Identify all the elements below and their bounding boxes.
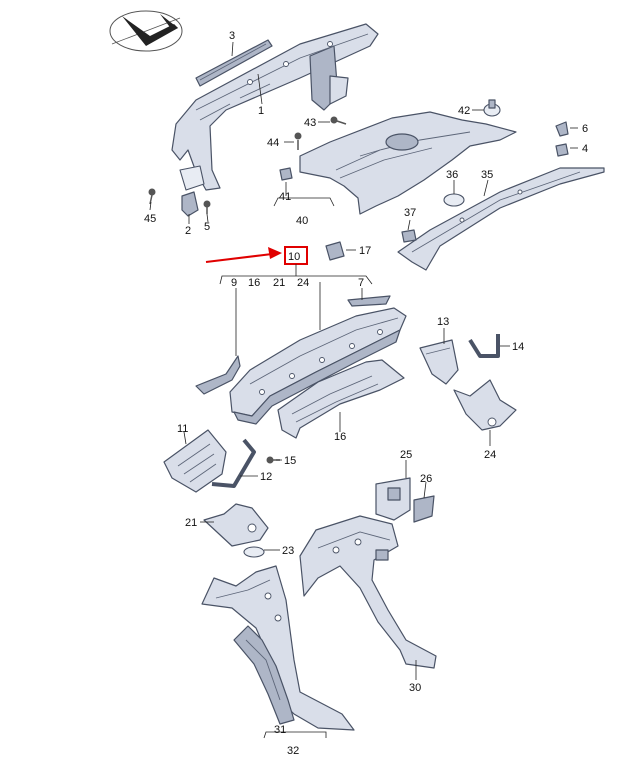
part-1-upper-crossmember bbox=[171, 23, 379, 191]
callout-arrow bbox=[205, 247, 282, 263]
part-41-clip bbox=[279, 167, 293, 181]
label-31: 31 bbox=[274, 724, 286, 736]
label-1: 1 bbox=[258, 105, 264, 117]
label-16-group: 16 bbox=[248, 277, 260, 289]
label-2: 2 bbox=[185, 225, 191, 237]
label-6: 6 bbox=[582, 123, 588, 135]
label-43: 43 bbox=[304, 117, 316, 129]
part-6-clip bbox=[555, 121, 569, 137]
leader-lines bbox=[149, 41, 578, 680]
part-10-rear-panel-crossmember bbox=[229, 307, 407, 425]
label-3: 3 bbox=[229, 30, 235, 42]
label-40: 40 bbox=[296, 215, 308, 227]
part-23-plug bbox=[243, 546, 265, 558]
part-14-u-bracket bbox=[468, 334, 500, 358]
part-3-trim-strip bbox=[195, 39, 273, 87]
part-16-floor-panel bbox=[277, 359, 405, 439]
part-2-bracket bbox=[181, 191, 199, 217]
label-32: 32 bbox=[287, 745, 299, 757]
label-16: 16 bbox=[334, 431, 346, 443]
label-35: 35 bbox=[481, 169, 493, 181]
label-12: 12 bbox=[260, 471, 272, 483]
label-24: 24 bbox=[484, 449, 496, 461]
part-5-bolt bbox=[203, 200, 211, 214]
label-14: 14 bbox=[512, 341, 524, 353]
part-9-reinforcement bbox=[195, 355, 241, 395]
part-42-grommet bbox=[483, 99, 501, 117]
brand-logo bbox=[109, 10, 183, 52]
label-15: 15 bbox=[284, 455, 296, 467]
part-35-side-rail bbox=[397, 167, 605, 271]
label-17: 17 bbox=[359, 245, 371, 257]
label-45: 45 bbox=[144, 213, 156, 225]
part-40-parcel-shelf bbox=[299, 111, 517, 215]
part-30-outer-wheelhouse bbox=[299, 515, 437, 669]
part-number-labels: 3 1 45 2 5 44 43 42 6 4 41 40 36 35 37 1… bbox=[144, 30, 588, 757]
label-25: 25 bbox=[400, 449, 412, 461]
part-37-bracket bbox=[401, 229, 417, 243]
part-21-bracket bbox=[203, 503, 269, 547]
label-10: 10 bbox=[288, 251, 300, 263]
label-23: 23 bbox=[282, 545, 294, 557]
part-44-screw bbox=[294, 132, 302, 150]
label-26: 26 bbox=[420, 473, 432, 485]
label-24-group: 24 bbox=[297, 277, 309, 289]
label-41: 41 bbox=[279, 191, 291, 203]
part-11-cover-plate bbox=[163, 429, 227, 493]
label-21-group: 21 bbox=[273, 277, 285, 289]
part-24-reinforcement bbox=[453, 379, 517, 431]
label-36: 36 bbox=[446, 169, 458, 181]
label-4: 4 bbox=[582, 143, 588, 155]
label-42: 42 bbox=[458, 105, 470, 117]
label-21: 21 bbox=[185, 517, 197, 529]
part-12-wire-bracket bbox=[211, 438, 256, 488]
label-11: 11 bbox=[177, 423, 188, 435]
part-7-bracket bbox=[347, 295, 391, 307]
label-30: 30 bbox=[409, 682, 421, 694]
part-13-wheelhouse-bracket bbox=[419, 339, 459, 385]
label-5: 5 bbox=[204, 221, 210, 233]
part-4-clip bbox=[555, 143, 569, 157]
label-13: 13 bbox=[437, 316, 449, 328]
part-17-clip bbox=[325, 241, 345, 261]
part-26-patch bbox=[413, 495, 435, 523]
label-37: 37 bbox=[404, 207, 416, 219]
label-7: 7 bbox=[358, 277, 364, 289]
label-9: 9 bbox=[231, 277, 237, 289]
part-36-plug bbox=[443, 193, 465, 207]
part-45-bolt bbox=[148, 188, 156, 205]
part-31-inner-panel bbox=[233, 625, 295, 725]
part-43-screw bbox=[330, 116, 347, 125]
part-25-plate bbox=[375, 477, 411, 521]
label-44: 44 bbox=[267, 137, 279, 149]
